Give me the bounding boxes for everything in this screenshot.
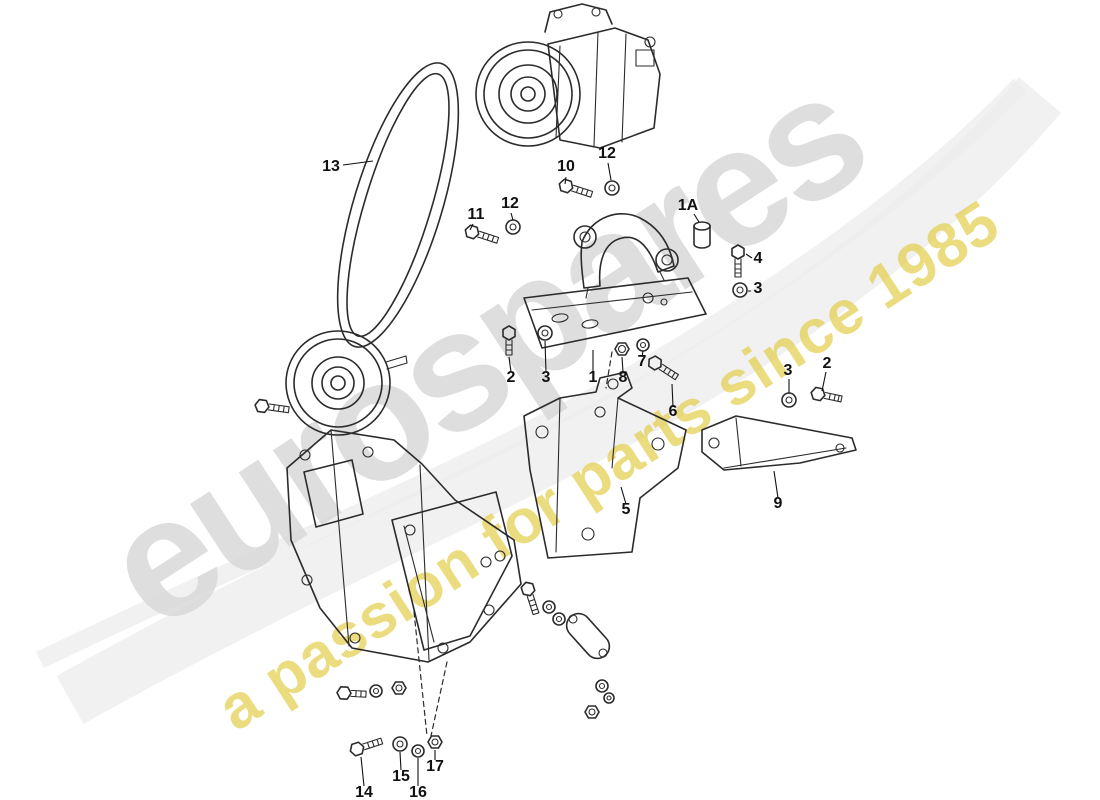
callout-3-left: 3 xyxy=(542,369,551,386)
hardware-bottom xyxy=(349,735,443,758)
washer-3-left-icon xyxy=(537,325,553,341)
callout-5: 5 xyxy=(622,501,631,518)
bolt-14-icon xyxy=(349,737,384,757)
callout-8: 8 xyxy=(619,369,628,386)
callout-11: 11 xyxy=(468,206,485,223)
bolt-4-icon xyxy=(731,244,745,278)
bolt-lower-left-icon xyxy=(336,686,367,700)
bolt-11-icon xyxy=(464,224,500,244)
part-support-bracket xyxy=(523,371,687,559)
callout-7: 7 xyxy=(638,353,647,370)
nut-8-icon xyxy=(614,342,630,356)
part-angle-bracket xyxy=(701,415,857,471)
watermark-swoosh-wide xyxy=(56,77,1062,724)
watermark-swoosh-thin xyxy=(36,78,1027,669)
part-compressor xyxy=(475,3,661,149)
bolt-10-icon xyxy=(558,178,594,198)
nut-link-icon xyxy=(584,705,600,719)
part-mounting-plate xyxy=(286,429,522,663)
bolt-pulley-icon xyxy=(254,398,290,414)
callout-12-upper: 12 xyxy=(598,145,616,162)
part-link-strap xyxy=(565,612,611,660)
part-pulley xyxy=(285,330,408,436)
callout-12-left: 12 xyxy=(501,195,519,212)
callout-labels: 13 10 12 11 12 1A 4 3 2 3 1 8 7 6 3 2 5 … xyxy=(322,145,831,800)
callout-16: 16 xyxy=(409,784,427,800)
bolt-2-left-icon xyxy=(502,325,516,356)
callout-2-right: 2 xyxy=(823,355,832,372)
bolt-2-right-icon xyxy=(810,386,843,403)
callout-6: 6 xyxy=(669,403,678,420)
callout-14: 14 xyxy=(355,784,373,800)
part-mounting-flange xyxy=(391,491,513,651)
bolt-6-icon xyxy=(647,355,679,381)
hardware-mid-lower xyxy=(520,581,615,719)
assembly-guide-lines xyxy=(413,351,613,737)
washer-3-right-icon xyxy=(781,392,797,408)
callout-2-left: 2 xyxy=(507,369,516,386)
callout-4: 4 xyxy=(754,250,763,267)
callout-1: 1 xyxy=(589,369,598,386)
callout-leader-lines xyxy=(342,160,827,787)
washer-12-upper-icon xyxy=(604,180,620,196)
nut-lower-left-icon xyxy=(391,681,407,695)
callout-15: 15 xyxy=(392,768,410,785)
nut-17-icon xyxy=(427,735,443,749)
callout-13: 13 xyxy=(322,158,340,175)
callout-10: 10 xyxy=(557,158,575,175)
hardware-lower-left xyxy=(336,681,407,700)
callout-17: 17 xyxy=(426,758,444,775)
callout-3-right: 3 xyxy=(784,362,793,379)
part-v-belt xyxy=(336,62,460,348)
part-compressor-bracket xyxy=(523,213,707,349)
callout-9: 9 xyxy=(774,495,783,512)
callout-3-top-right: 3 xyxy=(754,280,763,297)
part-spacer xyxy=(693,221,711,249)
washer-3-top-right-icon xyxy=(732,282,748,298)
diagram-line-art xyxy=(254,3,857,758)
callout-1a: 1A xyxy=(678,197,699,214)
bolt-mid-lower-icon xyxy=(520,581,540,616)
